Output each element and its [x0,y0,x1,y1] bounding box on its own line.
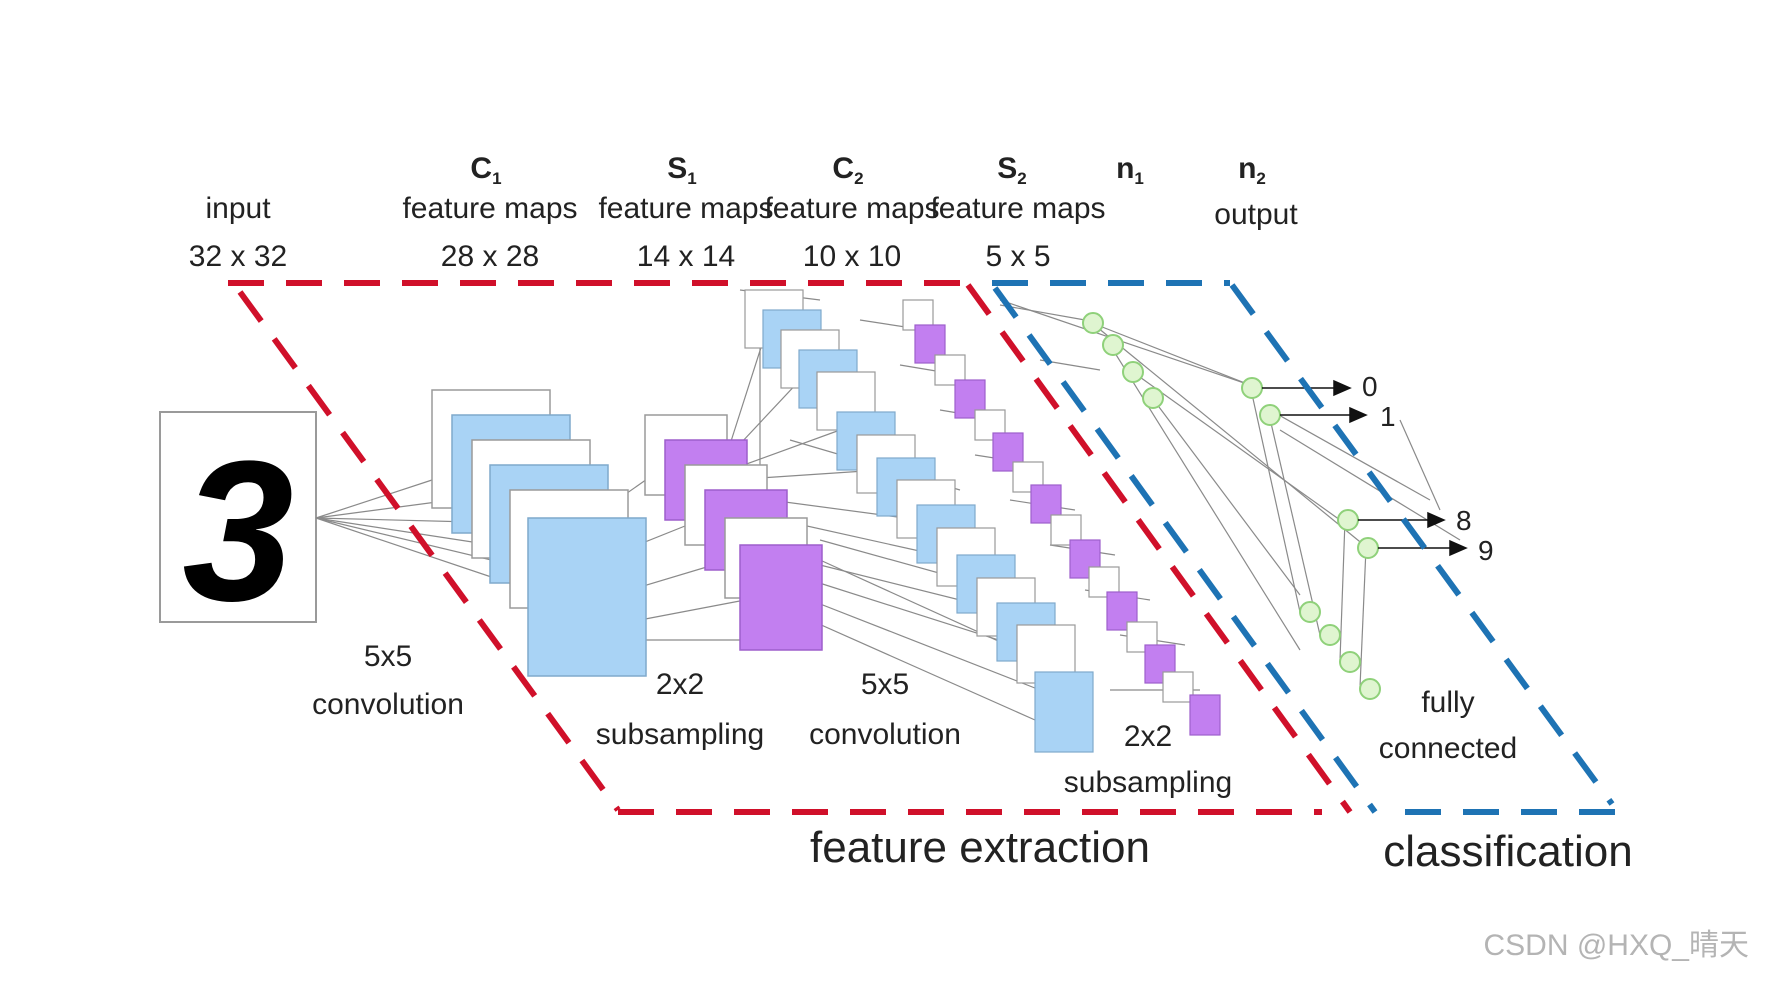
n2-neurons [1241,377,1379,559]
output-8: 8 [1456,505,1472,536]
output-labels: 0 1 8 9 [1362,371,1494,566]
n1-neuron [1122,361,1144,383]
s2-header: S2 [997,152,1026,188]
s1-size: 14 x 14 [637,240,735,273]
n1-neuron [1359,678,1381,700]
fc-line2: connected [1379,732,1517,765]
arrow-right-icon [1449,539,1468,557]
input-image: 3 [159,411,317,643]
s2-map [1162,671,1194,703]
n2-neuron [1337,509,1359,531]
feature-extraction-box [228,280,1353,815]
c1-header: C1 [470,152,501,188]
c2-feature-maps [744,289,1094,753]
s2-size: 5 x 5 [985,240,1050,273]
n2-neuron [1259,404,1281,426]
n2-title: output [1214,198,1298,231]
n2-neuron [1357,537,1379,559]
n1-neuron [1082,312,1104,334]
s1-map [739,544,823,651]
conv1-op: convolution [312,688,464,721]
s2-map [954,379,986,419]
s1-title: feature maps [598,192,773,225]
c1-title: feature maps [402,192,577,225]
output-9: 9 [1478,535,1494,566]
classification-box [992,280,1625,815]
output-1: 1 [1380,401,1396,432]
output-arrows [1262,379,1468,557]
c1-size: 28 x 28 [441,240,539,273]
feature-extraction-title: feature extraction [810,823,1150,872]
sub1-kernel: 2x2 [656,668,704,701]
s1-feature-maps [644,414,823,651]
n2-header: n2 [1238,152,1266,188]
n1-neuron [1339,651,1361,673]
sub1-op: subsampling [596,718,764,751]
input-title: input [205,192,271,225]
c2-title: feature maps [764,192,939,225]
n1-neuron [1299,601,1321,623]
s1-header: S1 [667,152,696,188]
sub2-op: subsampling [1064,766,1232,799]
layer-headers: input 32 x 32 C1 feature maps 28 x 28 S1… [189,152,1299,273]
s2-feature-maps [902,299,1221,736]
conv2-op: convolution [809,718,961,751]
n1-header: n1 [1116,152,1144,188]
c1-map [527,517,647,677]
sub2-kernel: 2x2 [1124,720,1172,753]
input-digit: 3 [182,420,293,643]
c2-size: 10 x 10 [803,240,901,273]
classification-title: classification [1383,827,1632,876]
output-0: 0 [1362,371,1378,402]
watermark: CSDN @HXQ_晴天 [1483,929,1750,962]
n1-neurons [1082,312,1381,700]
fc-line1: fully [1421,686,1474,719]
n1-neuron [1142,387,1164,409]
arrow-right-icon [1333,379,1352,397]
s2-map [974,409,1006,441]
conv1-kernel: 5x5 [364,640,412,673]
n2-neuron [1241,377,1263,399]
s2-map [1189,694,1221,736]
c2-header: C2 [832,152,863,188]
n1-neuron [1319,624,1341,646]
c2-map [1034,671,1094,753]
operation-labels: 5x5 convolution 2x2 subsampling 5x5 conv… [312,640,1517,799]
n1-neuron [1102,334,1124,356]
s2-title: feature maps [930,192,1105,225]
arrow-right-icon [1427,511,1446,529]
input-size: 32 x 32 [189,240,287,273]
c1-feature-maps [431,389,647,677]
conv2-kernel: 5x5 [861,668,909,701]
arrow-right-icon [1349,406,1368,424]
